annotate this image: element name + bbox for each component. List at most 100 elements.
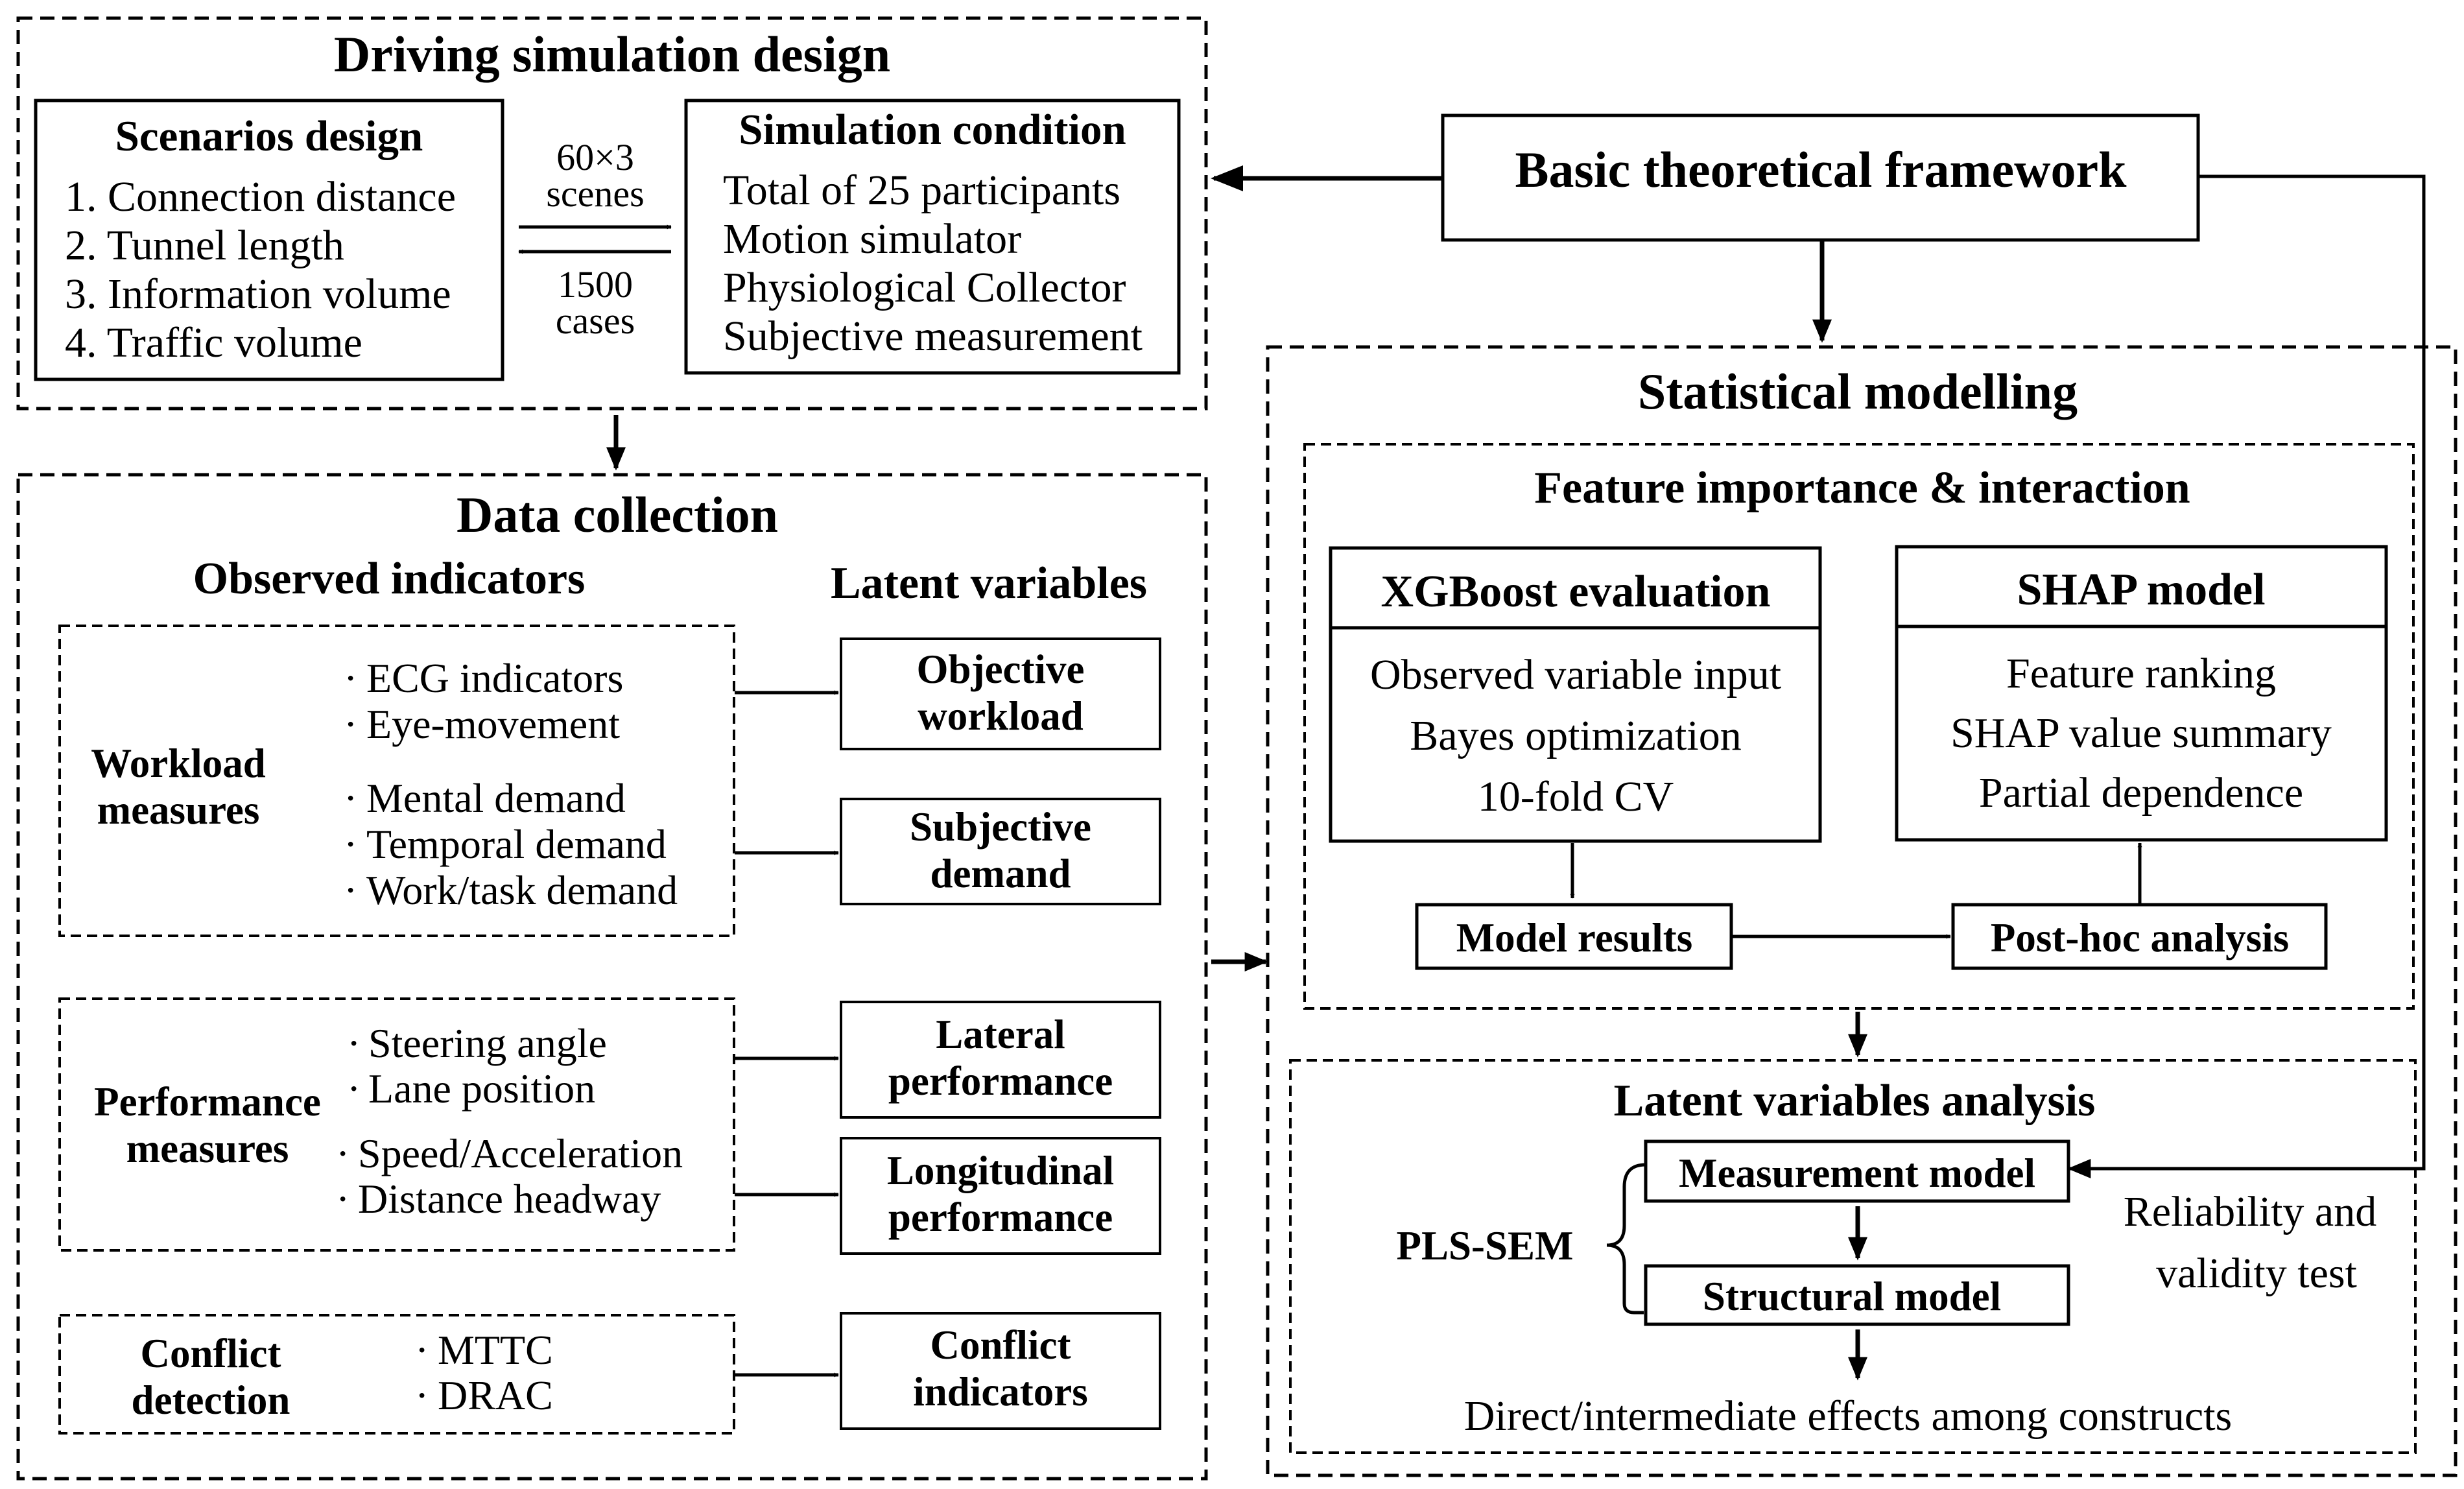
conflict-indicators-label: Conflict [930,1322,1071,1368]
measurement-model-label: Measurement model [1679,1150,2035,1196]
statistical-modelling-title: Statistical modelling [1638,363,2078,420]
bullet-dot: · [336,1176,349,1222]
objective-workload-label: Objective [917,647,1085,692]
arrow-framework-to-measurement [2067,174,2426,1178]
framework-section: Basic theoretical framework [1211,113,2426,1178]
workload-indicator: ECG indicators [366,655,623,701]
workload-indicator: Temporal demand [366,821,667,867]
simulation-item: Subjective measurement [723,313,1143,360]
latent-variables-header: Latent variables [831,558,1147,608]
shap-item: SHAP value summary [1950,709,2332,757]
effects-label: Direct/intermediate effects among constr… [1464,1392,2233,1440]
scenes-label: scenes [546,173,644,215]
statistical-modelling-section: Statistical modelling Feature importance… [1266,345,2458,1477]
bullet-dot: · [344,775,357,821]
objective-workload-label: workload [918,693,1084,739]
performance-group [58,997,735,1252]
bullet-dot: · [347,1020,361,1066]
longitudinal-performance-label: performance [888,1195,1113,1240]
bullet-dot: · [344,821,357,867]
scenarios-box [34,99,504,381]
bullet-dot: · [344,701,357,747]
shap-item: Partial dependence [1979,769,2303,816]
measurement-model-box [1644,1139,2070,1203]
pls-sem-brace [1606,1163,1646,1315]
latent-analysis-title: Latent variables analysis [1614,1076,2096,1126]
performance-indicator: Lane position [368,1066,595,1112]
conflict-group [58,1314,735,1435]
subjective-demand-label: demand [930,851,1071,896]
lateral-performance-box [840,1001,1161,1119]
conflict-label: detection [132,1377,290,1423]
statistical-modelling-frame [1266,345,2458,1477]
simulation-item: Motion simulator [723,215,1021,263]
workload-group [58,625,735,937]
workload-label: Workload [91,741,266,786]
performance-indicator: Distance headway [358,1176,661,1222]
scenario-item: 3. Information volume [65,270,451,318]
lateral-performance-label: Lateral [936,1012,1065,1057]
xgboost-item: Bayes optimization [1410,712,1741,759]
pls-sem-label: PLS-SEM [1396,1223,1573,1269]
cases-count-label: 1500 [558,263,633,305]
subjective-demand-label: Subjective [910,804,1091,850]
shap-box [1895,545,2388,842]
longitudinal-performance-label: Longitudinal [887,1148,1114,1193]
simulation-title: Simulation condition [739,106,1126,154]
longitudinal-performance-box [840,1137,1161,1255]
structural-model-box [1644,1264,2070,1326]
model-results-label: Model results [1456,915,1693,960]
framework-title: Basic theoretical framework [1515,141,2127,198]
bullet-dot: · [415,1372,429,1418]
scenario-item: 1. Connection distance [65,173,456,220]
scenes-count-label: 60×3 [556,136,634,178]
bullet-dot: · [344,655,357,701]
posthoc-box [1951,903,2328,970]
objective-workload-box [840,637,1161,750]
driving-simulation-title: Driving simulation design [334,26,890,82]
observed-indicators-header: Observed indicators [193,554,586,604]
conflict-indicators-box [840,1312,1161,1430]
bullet-dot: · [344,867,357,913]
conflict-indicator: DRAC [438,1372,553,1418]
bullet-dot: · [336,1130,349,1176]
posthoc-label: Post-hoc analysis [1991,915,2289,960]
subjective-demand-box [840,798,1161,905]
driving-simulation-frame [16,16,1208,411]
bullet-dot: · [415,1327,429,1373]
shap-title: SHAP model [2017,565,2265,615]
performance-label: Performance [94,1079,321,1125]
feature-importance-frame [1303,443,2415,1010]
reliability-label: Reliability and [2124,1188,2376,1235]
workload-indicator: Eye-movement [366,701,620,747]
reliability-label: validity test [2156,1250,2357,1297]
scenario-item: 4. Traffic volume [65,319,362,366]
scenario-item: 2. Tunnel length [65,222,344,269]
data-collection-frame [16,473,1208,1481]
simulation-item: Total of 25 participants [723,167,1120,214]
simulation-item: Physiological Collector [723,264,1126,311]
xgboost-box [1329,546,1822,843]
conflict-indicator: MTTC [438,1327,553,1373]
workload-label: measures [97,787,260,833]
workload-indicator: Work/task demand [366,867,678,913]
xgboost-title: XGBoost evaluation [1381,567,1771,617]
workload-indicator: Mental demand [366,775,626,821]
xgboost-item: 10-fold CV [1478,773,1674,820]
bullet-dot: · [347,1066,361,1112]
cases-label: cases [556,300,635,342]
data-collection-title: Data collection [456,486,778,543]
lateral-performance-label: performance [888,1058,1113,1104]
conflict-label: Conflict [141,1331,281,1376]
data-collection-section: Data collection Observed indicators Late… [16,473,1208,1481]
driving-simulation-section: Driving simulation design Scenarios desi… [16,16,1208,411]
simulation-box [684,99,1181,375]
shap-item: Feature ranking [2006,650,2276,697]
performance-indicator: Steering angle [368,1020,607,1066]
scenarios-title: Scenarios design [115,112,423,160]
feature-importance-title: Feature importance & interaction [1534,463,2190,513]
performance-indicator: Speed/Acceleration [358,1130,683,1176]
performance-label: measures [126,1126,289,1171]
